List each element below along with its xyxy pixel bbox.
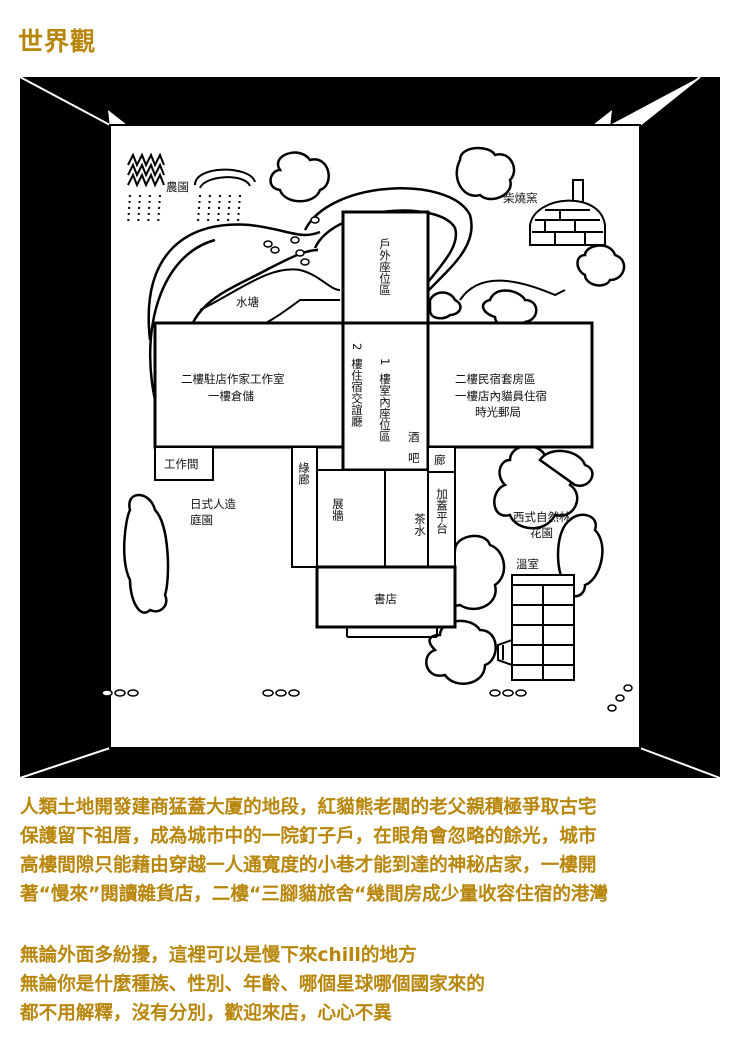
garden-path-right [459, 279, 566, 301]
floor-plan-map: 農園 柴燒窯 水塘 戶外座位區 二樓駐店作家工作室 一樓倉儲 2 樓住宿交誼廳 … [19, 76, 721, 779]
label-gallery: 展牆 [331, 498, 345, 522]
farm-icon [127, 152, 256, 226]
pond-bank [147, 223, 321, 341]
label-bar-1: 酒 [408, 430, 420, 444]
label-terrace: 加蓋平台 [435, 488, 449, 534]
label-workroom: 工作間 [164, 457, 199, 471]
tree-dots [263, 216, 320, 266]
label-left-building-2: 一樓倉儲 [208, 389, 254, 403]
tree-icon [122, 146, 626, 685]
description-line: 無論外面多紛擾，這裡可以是慢下來chill的地方 [20, 945, 417, 966]
greenhouse-icon [497, 574, 575, 681]
label-right-building-3: 時光郵局 [475, 405, 521, 419]
label-stairs: 樓住宿交誼廳 [350, 357, 364, 428]
label-greenhouse: 溫室 [516, 557, 539, 571]
description-line: 著“慢來”閱讀雜貨店，二樓“三腳貓旅舍“幾間房成少量收容住宿的港灣 [20, 884, 609, 905]
label-corridor-right: 廊 [434, 453, 446, 467]
label-farm: 農園 [166, 180, 189, 194]
description-line: 人類土地開發建商猛蓋大廈的地段，紅貓熊老闆的老父親積極爭取古宅 [20, 797, 597, 818]
pond-inner [199, 268, 341, 311]
label-left-building-1: 二樓駐店作家工作室 [181, 372, 285, 386]
description-line: 高樓間隙只能藉由穿越一人通寬度的小巷才能到達的神秘店家，一樓開 [20, 855, 597, 876]
description-line: 無論你是什麼種族、性別、年齡、哪個星球哪個國家來的 [20, 974, 485, 995]
label-corridor-left: 綠廊 [297, 462, 311, 486]
label-bar-2: 吧 [408, 451, 420, 465]
footprint-icon [101, 684, 633, 712]
description-paragraph-2: 無論外面多紛擾，這裡可以是慢下來chill的地方 無論你是什麼種族、性別、年齡、… [20, 941, 730, 1028]
description-line: 都不用解釋，沒有分別，歡迎來店，心心不異 [20, 1003, 392, 1024]
label-western-garden-2: 花園 [530, 526, 553, 540]
label-indoor: 樓室內座位區 [378, 372, 392, 442]
label-kiln: 柴燒窯 [503, 191, 538, 205]
label-bookstore: 書店 [374, 592, 397, 606]
label-indoor-num: 1 [378, 358, 392, 365]
kiln-icon [529, 179, 606, 246]
buildings [153, 210, 594, 638]
courtyard-walls [19, 76, 721, 779]
label-outdoor-seating: 戶外座位區 [378, 238, 392, 296]
label-right-building-1: 二樓民宿套房區 [455, 372, 536, 386]
description-line: 保護留下祖厝，成為城市中的一院釘子戶，在眼角會忽略的餘光，城市 [20, 826, 597, 847]
label-right-building-2: 一樓店內貓員住宿 [455, 389, 547, 403]
label-japanese-garden-2: 庭園 [190, 513, 213, 527]
page-title: 世界觀 [18, 27, 97, 56]
label-stairs-num: 2 [350, 343, 364, 350]
label-pond: 水塘 [236, 295, 259, 309]
label-tea: 茶水 [413, 513, 427, 536]
label-western-garden-1: 西式自然林 [513, 510, 571, 524]
label-japanese-garden-1: 日式人造 [190, 497, 236, 511]
description-paragraph-1: 人類土地開發建商猛蓋大廈的地段，紅貓熊老闆的老父親積極爭取古宅 保護留下祖厝，成… [20, 793, 730, 909]
garden-path-upper [303, 187, 473, 301]
